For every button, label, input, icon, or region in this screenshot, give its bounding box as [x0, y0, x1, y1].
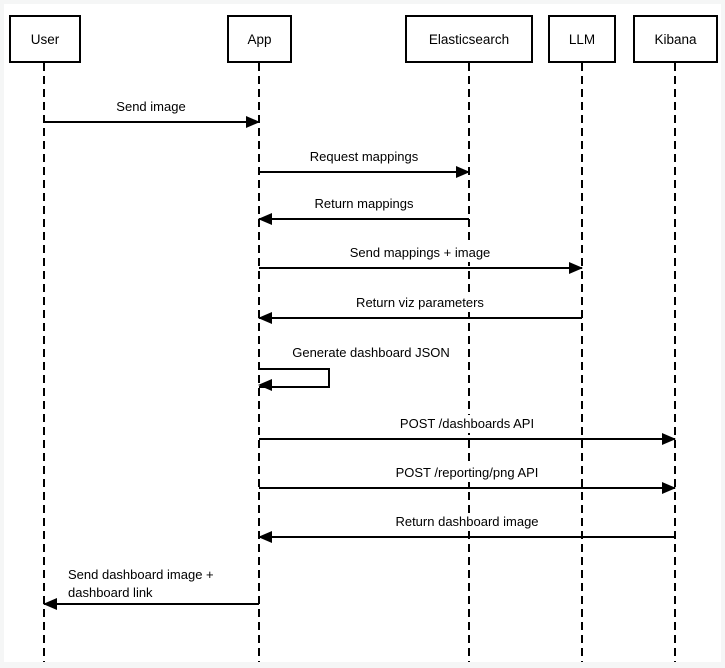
message-label: Send image: [113, 98, 189, 116]
participant-app: App: [227, 15, 292, 63]
message-arrow: [258, 213, 469, 225]
lifeline-app: [258, 63, 260, 662]
lifeline-llm: [581, 63, 583, 662]
lifeline-elasticsearch: [468, 63, 470, 662]
self-message-loop: [258, 368, 330, 391]
arrowhead-right-icon: [662, 482, 676, 494]
message-label: Return mappings: [311, 195, 417, 213]
message-label: POST /dashboards API: [396, 415, 538, 433]
message-label: POST /reporting/png API: [392, 464, 542, 482]
participant-llm: LLM: [548, 15, 616, 63]
participant-elasticsearch: Elasticsearch: [405, 15, 533, 63]
participant-label: User: [30, 31, 60, 47]
participant-user: User: [9, 15, 81, 63]
lifeline-kibana: [674, 63, 676, 662]
arrowhead-right-icon: [662, 433, 676, 445]
message-arrow: [44, 116, 260, 128]
message-arrow: [259, 262, 583, 274]
message-arrow: [259, 166, 470, 178]
message-arrow: [259, 482, 676, 494]
arrowhead-right-icon: [569, 262, 583, 274]
arrowhead-left-icon: [258, 213, 272, 225]
lifeline-user: [43, 63, 45, 662]
message-arrow: [258, 531, 675, 543]
message-arrow: [259, 433, 676, 445]
participant-label: LLM: [568, 31, 596, 47]
arrowhead-left-icon: [43, 598, 57, 610]
message-arrow: [43, 598, 259, 610]
arrowhead-right-icon: [456, 166, 470, 178]
participant-label: Elasticsearch: [428, 31, 510, 47]
message-arrow: [258, 312, 582, 324]
arrowhead-left-icon: [258, 531, 272, 543]
message-label: Send dashboard image + dashboard link: [68, 566, 243, 602]
arrowhead-left-icon: [258, 312, 272, 324]
participant-kibana: Kibana: [633, 15, 718, 63]
arrowhead-left-icon: [258, 379, 272, 391]
message-label: Generate dashboard JSON: [289, 344, 453, 362]
participant-label: App: [247, 31, 272, 47]
arrowhead-right-icon: [246, 116, 260, 128]
message-label: Return dashboard image: [392, 513, 542, 531]
participant-label: Kibana: [654, 31, 697, 47]
message-label: Send mappings + image: [346, 244, 494, 262]
message-label: Request mappings: [306, 148, 422, 166]
message-label: Return viz parameters: [353, 294, 487, 312]
